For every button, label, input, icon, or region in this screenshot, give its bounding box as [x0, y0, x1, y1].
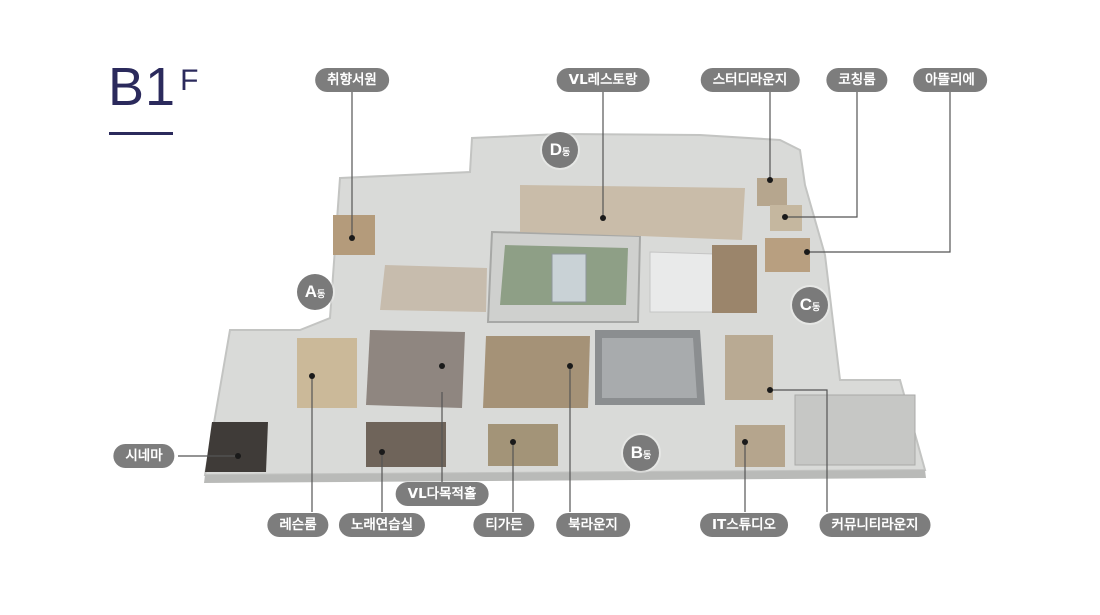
restaurant-room — [520, 185, 745, 240]
building-a-suffix: 동 — [317, 290, 326, 300]
large-hall-floor — [602, 338, 697, 398]
label-atelier[interactable]: 아뜰리에 — [913, 68, 987, 92]
label-lesson-room[interactable]: 레슨룸 — [267, 513, 329, 537]
building-b-suffix: 동 — [643, 451, 652, 461]
label-book-lounge[interactable]: 북라운지 — [556, 513, 630, 537]
label-study-lounge[interactable]: 스터디라운지 — [700, 68, 800, 92]
label-multipurpose-hall[interactable]: VL다목적홀 — [395, 482, 489, 506]
leader-dots — [235, 177, 810, 459]
building-a-letter: A — [304, 282, 317, 301]
building-c-suffix: 동 — [812, 303, 821, 313]
dot-tea-garden — [510, 439, 516, 445]
dot-book-lounge — [567, 363, 573, 369]
lounge-area-left — [380, 265, 487, 312]
tea-garden-room — [488, 424, 558, 466]
leader-lines — [178, 92, 951, 512]
dot-lesson-room — [309, 373, 315, 379]
library-room — [333, 215, 375, 255]
dot-karaoke-room — [379, 449, 385, 455]
dot-atelier — [804, 249, 810, 255]
building-d-suffix: 동 — [562, 148, 571, 158]
building-b-letter: B — [630, 443, 643, 462]
it-studio-lower — [735, 425, 785, 467]
label-library[interactable]: 취향서원 — [315, 68, 389, 92]
cinema-room — [205, 422, 268, 472]
karaoke-room — [366, 422, 446, 467]
leader-atelier — [807, 92, 951, 253]
title-underline — [109, 132, 173, 135]
label-tea-garden[interactable]: 티가든 — [473, 513, 535, 537]
shelf-room — [712, 245, 757, 313]
dot-it-studio — [742, 439, 748, 445]
dot-community-lounge — [767, 387, 773, 393]
building-marker-b: B동 — [623, 435, 659, 471]
building-marker-d: D동 — [542, 132, 578, 168]
atrium-glass — [551, 253, 587, 303]
study-room — [757, 178, 787, 206]
label-it-studio[interactable]: IT스튜디오 — [700, 513, 788, 537]
label-community-lounge[interactable]: 커뮤니티라운지 — [819, 513, 931, 537]
building-marker-c: C동 — [792, 287, 828, 323]
label-cinema[interactable]: 시네마 — [113, 444, 175, 468]
building-d-letter: D — [549, 140, 562, 159]
label-coaching-room[interactable]: 코칭룸 — [826, 68, 888, 92]
book-lounge-room — [483, 336, 590, 408]
dot-multipurpose-hall — [439, 363, 445, 369]
community-room — [794, 394, 916, 466]
light-court — [649, 251, 716, 313]
dot-study-lounge — [767, 177, 773, 183]
dot-library — [349, 235, 355, 241]
dot-coaching-room — [782, 214, 788, 220]
it-studio-room — [725, 335, 773, 400]
leader-coaching-room — [785, 92, 858, 218]
atelier-room — [765, 238, 810, 272]
building-c-letter: C — [799, 295, 812, 314]
building-marker-a: A동 — [297, 274, 333, 310]
lesson-room — [297, 338, 357, 408]
leader-community-lounge — [770, 389, 828, 512]
floor-title-suffix: F — [180, 64, 200, 97]
label-karaoke-room[interactable]: 노래연습실 — [338, 513, 426, 537]
multipurpose-hall — [366, 330, 465, 408]
dot-cinema — [235, 453, 241, 459]
label-restaurant[interactable]: VL레스토랑 — [556, 68, 650, 92]
dot-restaurant — [600, 215, 606, 221]
